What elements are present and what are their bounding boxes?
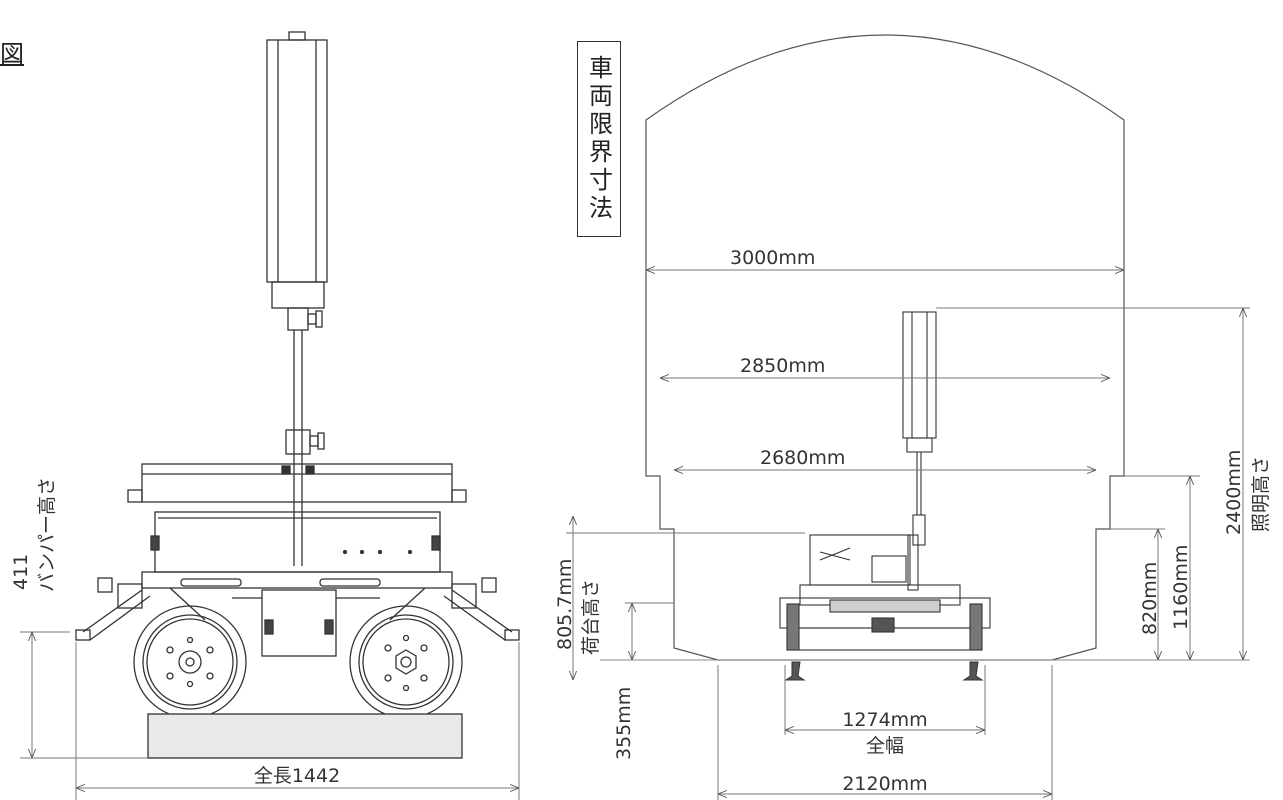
deck-height-label: 荷台高さ: [580, 579, 602, 655]
right-wheel: [349, 605, 463, 719]
figure-label: 図: [0, 40, 24, 68]
bumper-height-value: 411: [10, 554, 32, 590]
cart-body: [127, 463, 467, 573]
right-dimensions: [566, 270, 1250, 800]
left-wheel: [133, 605, 247, 719]
height-820-label: 820mm: [1139, 562, 1161, 635]
clearance-title-box: 車両限界寸法: [577, 41, 621, 237]
height-355-label: 355mm: [613, 687, 635, 760]
width-3000-label: 3000mm: [730, 247, 815, 269]
clearance-outline: [645, 34, 1125, 661]
width-2850-label: 2850mm: [740, 355, 825, 377]
overall-width-label: 全幅: [866, 735, 904, 757]
width-2680-label: 2680mm: [760, 447, 845, 469]
left-dimensions: [20, 631, 520, 800]
height-1160-label: 1160mm: [1170, 545, 1192, 630]
deck-height-value: 805.7mm: [554, 559, 576, 650]
rails: [784, 661, 984, 681]
width-1274-label: 1274mm: [842, 709, 927, 731]
light-mast: [266, 31, 328, 566]
width-2120-label: 2120mm: [842, 773, 927, 795]
clearance-title: 車両限界寸法: [584, 55, 613, 223]
lighting-height-label: 照明高さ: [1250, 456, 1272, 532]
pedestal-block: [147, 713, 463, 759]
overall-length-label: 全長1442: [254, 765, 340, 787]
cart-side-view: [75, 31, 520, 759]
bumper-height-label: バンパー高さ: [36, 477, 58, 592]
height-2400-label: 2400mm: [1223, 450, 1245, 535]
cart-frame: [75, 571, 520, 657]
